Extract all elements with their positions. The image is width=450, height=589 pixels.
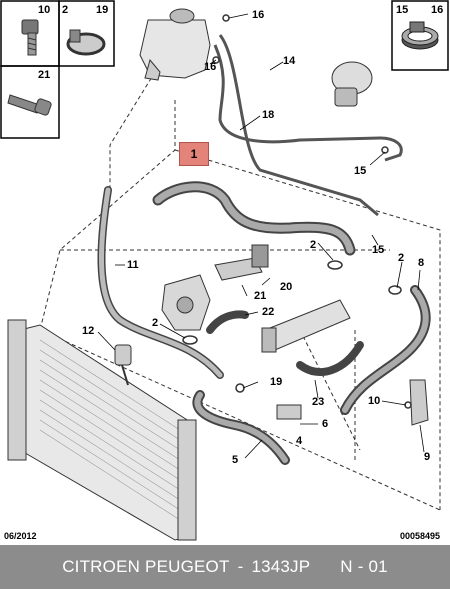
callout-10-bolt: 10 [38, 4, 51, 16]
diagram-doc-number: 00058495 [400, 531, 441, 541]
clamp-ring-icon [401, 21, 439, 50]
hose-clamp-icon [66, 29, 106, 56]
callout-2-upper: 2 [310, 239, 317, 251]
bolt-icon [21, 19, 39, 56]
hose-return [296, 341, 364, 377]
callout-9: 9 [424, 451, 431, 463]
footer-brand: CITROEN PEUGEOT [62, 557, 230, 576]
hose-22 [206, 310, 249, 334]
callout-21-bolt: 21 [38, 69, 51, 81]
diagram-date: 06/2012 [4, 531, 37, 541]
callout-20: 20 [280, 281, 293, 293]
footer-page: N - 01 [340, 557, 388, 576]
callout-6: 6 [322, 418, 329, 430]
expansion-tank [139, 8, 211, 81]
callout-10: 10 [368, 395, 381, 407]
callout-2-clamp: 2 [62, 4, 69, 16]
vacuum-pump [331, 61, 373, 107]
part-6 [276, 404, 302, 420]
egr-cooler [261, 299, 351, 353]
long-bolt-icon [7, 94, 52, 116]
footer-part-number: 1343JP [251, 557, 311, 576]
callout-19: 19 [270, 376, 283, 388]
footer-bar: CITROEN PEUGEOT - 1343JP N - 01 [0, 545, 450, 589]
inset-box-clamp [58, 0, 115, 67]
callout-2-pump: 2 [152, 317, 159, 329]
bracket-9 [409, 379, 429, 426]
callout-19-clamp: 19 [96, 4, 109, 16]
inset-box-clamp-ring [391, 0, 449, 71]
callout-23: 23 [312, 396, 325, 408]
callout-leaders [97, 13, 425, 459]
callout-18: 18 [262, 109, 275, 121]
water-pump [161, 274, 211, 331]
callout-14: 14 [283, 55, 296, 67]
callout-4: 4 [296, 435, 303, 447]
callout-16-tank: 16 [204, 61, 217, 73]
callout-16-top: 16 [252, 9, 265, 21]
thermostat [214, 244, 269, 281]
callout-15-ring: 15 [396, 4, 409, 16]
hose-1 [152, 181, 356, 256]
highlighted-part-label[interactable]: 1 [179, 142, 209, 166]
hose-18 [218, 34, 379, 217]
callout-22: 22 [262, 306, 275, 318]
callout-8: 8 [418, 257, 425, 269]
callout-16-ring: 16 [431, 4, 444, 16]
callout-12: 12 [82, 325, 95, 337]
clamps [182, 14, 412, 409]
callout-5: 5 [232, 454, 239, 466]
callout-11: 11 [127, 259, 139, 271]
inset-box-bolt-long [0, 65, 60, 139]
footer-separator: - [237, 557, 244, 576]
callout-15-pipe: 15 [354, 165, 367, 177]
callout-2-right: 2 [398, 252, 405, 264]
hose-14 [213, 44, 403, 162]
leader-lines [39, 71, 441, 511]
cooling-system-diagram [0, 0, 449, 541]
radiator [7, 319, 197, 541]
callout-15-hose: 15 [372, 244, 385, 256]
part-12 [114, 344, 132, 386]
callout-21: 21 [254, 290, 267, 302]
